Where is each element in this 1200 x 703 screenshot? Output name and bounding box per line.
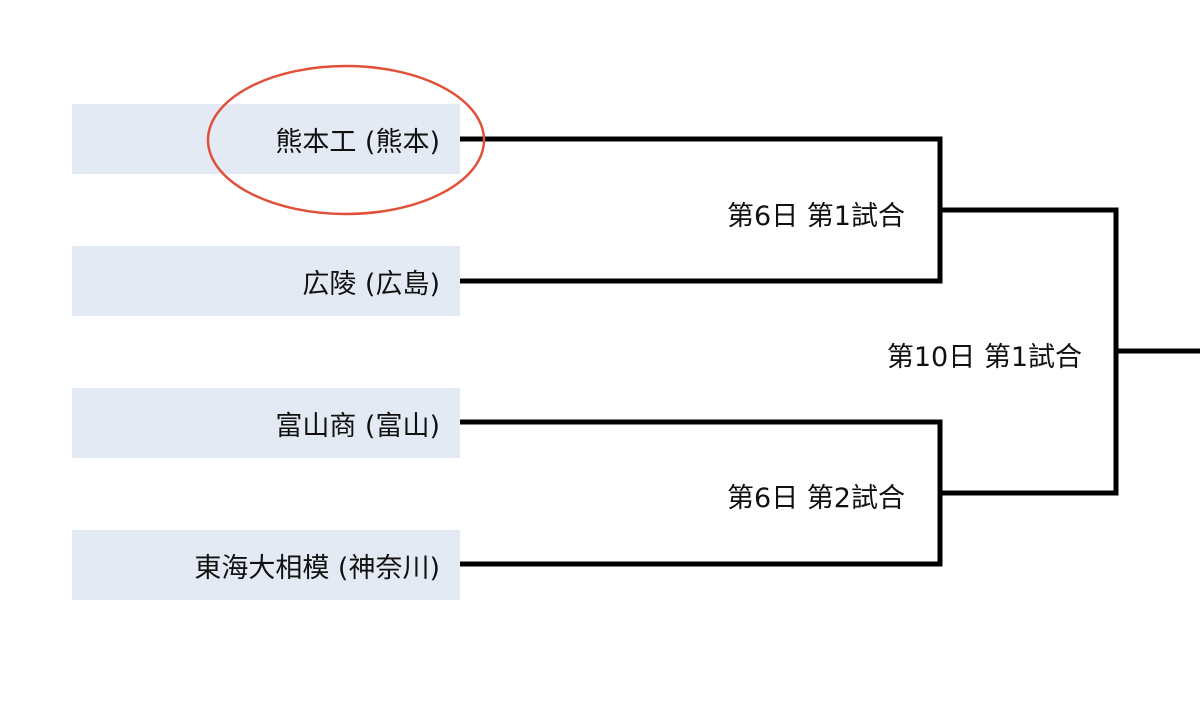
team-name: 広陵 (広島) [302,268,440,300]
team-name: 富山商 (富山) [275,410,440,442]
match-label: 第6日 第2試合 [727,483,905,514]
match-label: 第6日 第1試合 [727,201,905,232]
team-box: 熊本工 (熊本) [72,104,460,174]
match-label: 第10日 第1試合 [886,342,1082,373]
team-box: 東海大相模 (神奈川) [72,530,460,600]
team-box: 広陵 (広島) [72,246,460,316]
team-name: 東海大相模 (神奈川) [194,552,440,584]
team-name: 熊本工 (熊本) [275,126,440,158]
team-box: 富山商 (富山) [72,388,460,458]
